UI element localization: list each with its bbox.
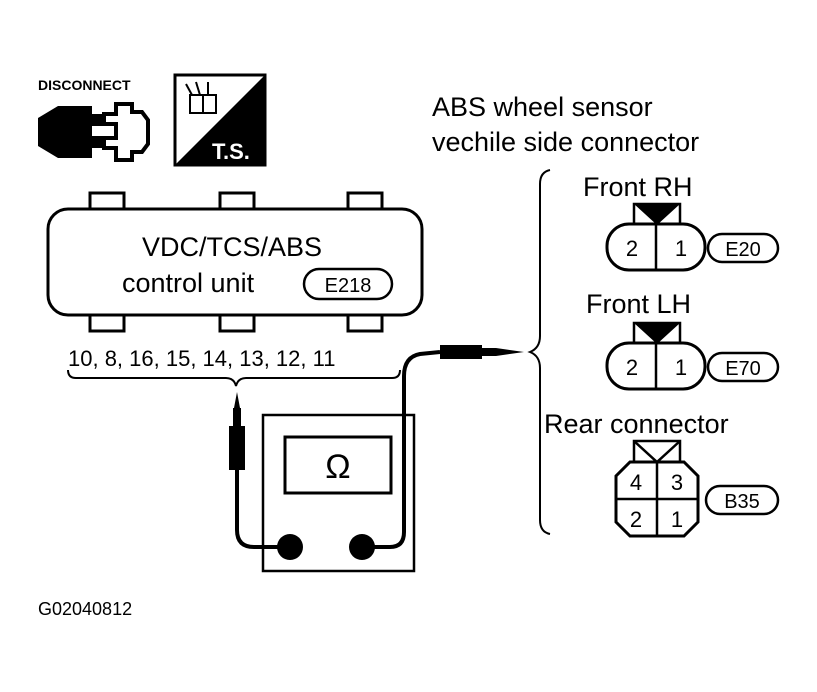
ohm-symbol: Ω: [325, 448, 350, 486]
front-rh-pin-2: 2: [626, 236, 638, 261]
front-rh-connector-id: E20: [725, 239, 761, 261]
rear-pin-4: 4: [630, 470, 642, 495]
rear-pin-1: 1: [671, 507, 683, 532]
front-rh-pin-1: 1: [675, 236, 687, 261]
rear-connector-label: Rear connector: [544, 409, 729, 439]
control-unit-connector-id: E218: [325, 275, 372, 297]
rear-connector: Rear connector 4 3 2 1 B35: [544, 409, 780, 538]
right-test-probe: [362, 345, 524, 549]
disconnect-icon: DISCONNECT: [38, 77, 150, 162]
left-test-probe: [229, 392, 290, 549]
front-lh-connector: Front LH 2 1 E70: [586, 289, 780, 391]
rear-connector-id: B35: [724, 491, 760, 513]
disconnect-label: DISCONNECT: [38, 77, 131, 93]
control-unit-pins: 10, 8, 16, 15, 14, 13, 12, 11: [68, 346, 335, 371]
troubleshooting-icon: T.S.: [173, 73, 267, 167]
figure-code: G02040812: [38, 599, 132, 619]
front-lh-label: Front LH: [586, 289, 691, 319]
sensor-title-line1: ABS wheel sensor: [432, 92, 653, 122]
front-lh-pin-1: 1: [675, 355, 687, 380]
control-unit-name: VDC/TCS/ABS: [142, 232, 322, 262]
control-unit: VDC/TCS/ABS control unit E218: [46, 191, 424, 333]
rear-pin-2: 2: [630, 507, 642, 532]
sensor-title-line2: vechile side connector: [432, 127, 699, 157]
front-rh-label: Front RH: [583, 172, 693, 202]
control-unit-subtitle: control unit: [122, 268, 255, 298]
front-rh-connector: Front RH 2 1 E20: [583, 172, 780, 272]
front-lh-pin-2: 2: [626, 355, 638, 380]
front-lh-connector-id: E70: [725, 358, 761, 380]
ts-label: T.S.: [212, 139, 250, 164]
rear-pin-3: 3: [671, 470, 683, 495]
